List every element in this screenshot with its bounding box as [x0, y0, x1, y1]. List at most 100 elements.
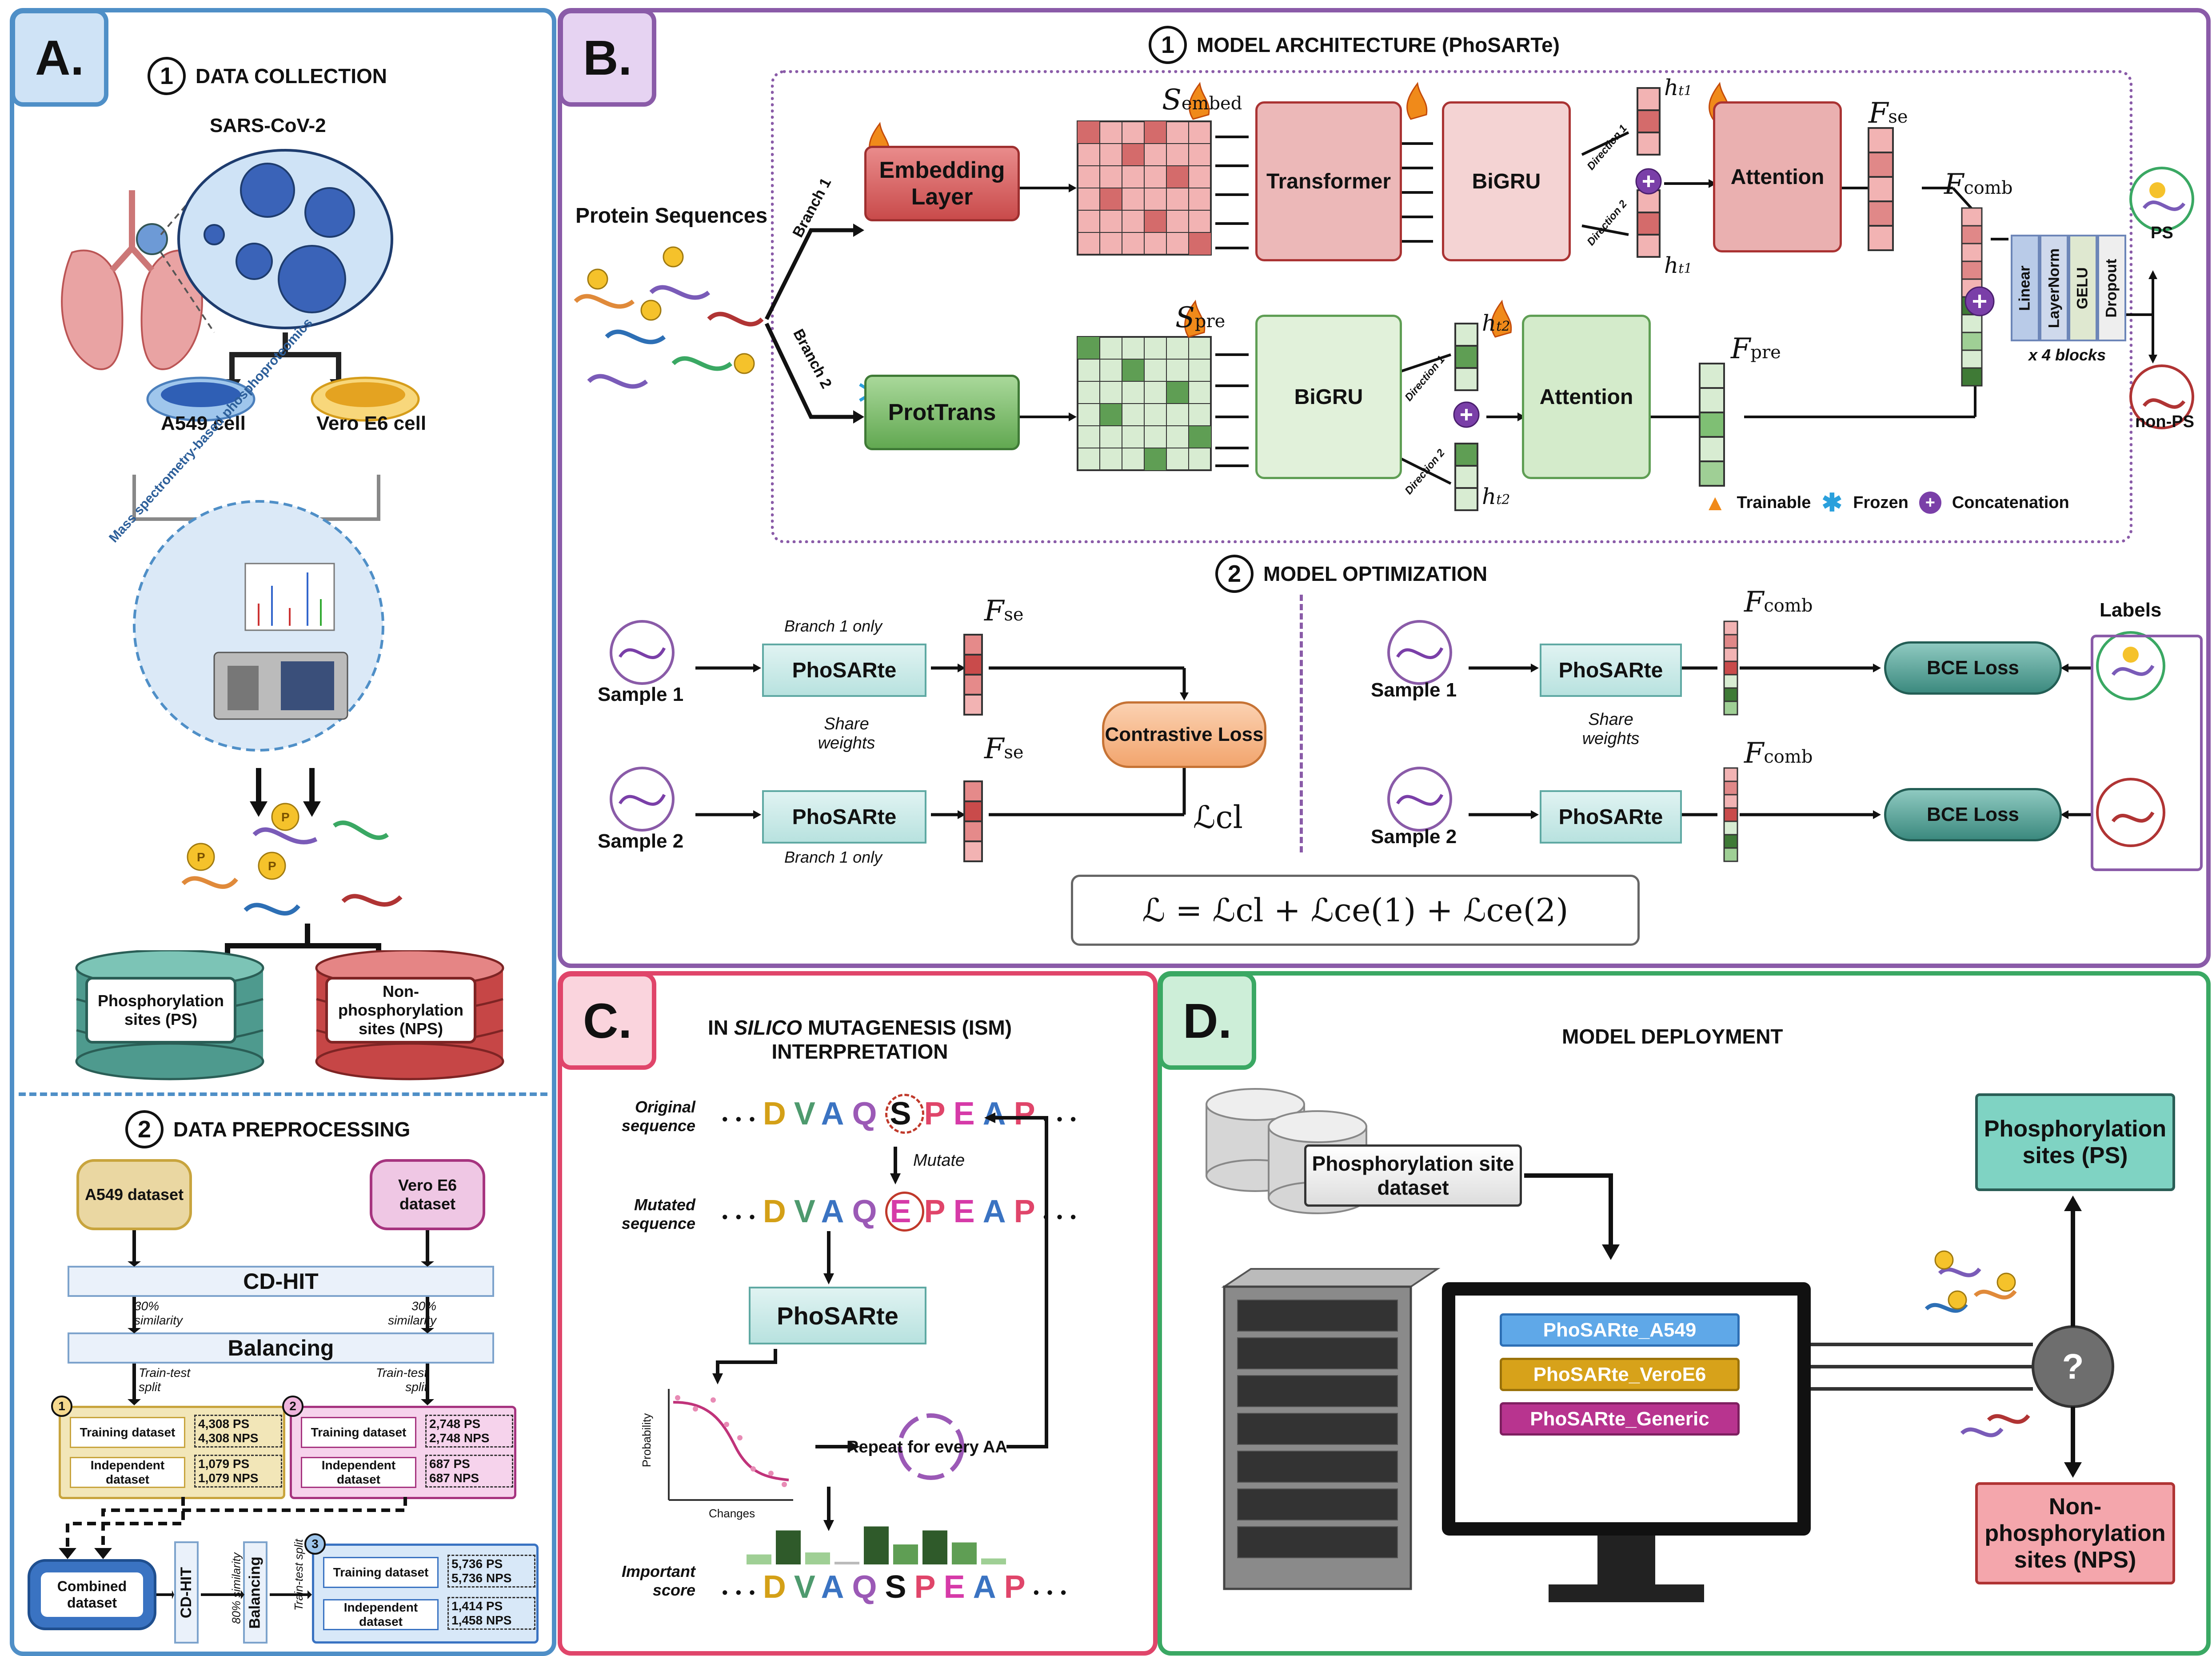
scored-sequence: •••DVAQSPEAP••• [722, 1569, 1074, 1605]
bce-loss-1: BCE Loss [1884, 641, 2062, 695]
h-subscript: t2 [1496, 319, 1510, 334]
lungs-icon [61, 190, 203, 370]
panel-c: C. IN SILICO MUTAGENESIS (ISM)INTERPRETA… [558, 971, 1158, 1656]
deployment-title: MODEL DEPLOYMENT [1562, 1025, 1783, 1048]
section-title: MODEL OPTIMIZATION [1263, 562, 1488, 585]
ism-title: IN SILICO MUTAGENESIS (ISM)INTERPRETATIO… [682, 1016, 1038, 1064]
labels-title: Labels [2100, 599, 2162, 621]
repeat-label: Repeat for every AA [846, 1438, 1007, 1456]
panel-c-tag: C. [559, 972, 656, 1070]
nps-count: 4,308 NPS [198, 1431, 259, 1445]
f-se-label: Fse [1869, 97, 1908, 130]
f-comb-subscript: comb [1764, 596, 1813, 616]
training-dataset: Training dataset [70, 1417, 185, 1448]
step-number: 1 [148, 57, 186, 95]
block-gelu: GELU [2068, 235, 2097, 341]
h-symbol: h [1664, 75, 1679, 100]
ms-illustration: PPP [132, 475, 403, 972]
f-pre-label: Fpre [1731, 332, 1781, 365]
split-label: Train-test split [375, 1366, 427, 1394]
ps-count: 1,414 PS [451, 1599, 503, 1613]
phosarte-box-1: PhoSARte [762, 644, 926, 697]
ps-count: 2,748 PS [429, 1417, 481, 1431]
branch-1-only-label: Branch 1 only [784, 848, 882, 866]
amino-acid: E [953, 1194, 983, 1229]
f-se-symbol: F [984, 732, 1004, 765]
contrastive-loss: Contrastive Loss [1102, 701, 1266, 768]
f-comb-symbol: F [1744, 737, 1764, 770]
ps-count: 1,079 PS [198, 1457, 250, 1471]
virus-label: SARS-CoV-2 [210, 115, 326, 136]
f-pre-symbol: F [1731, 332, 1751, 365]
important-score-label: Important score [622, 1562, 695, 1599]
title-part: IN [707, 1016, 728, 1039]
ellipsis: ••• [1033, 1583, 1074, 1601]
f-pre-subscript: pre [1750, 342, 1781, 363]
phosarte-box-2: PhoSARte [762, 790, 926, 844]
model-a549: PhoSARte_A549 [1500, 1313, 1740, 1347]
h-subscript: t2 [1496, 492, 1510, 508]
section-title: MODEL ARCHITECTURE (PhoSARTe) [1197, 33, 1560, 56]
split-number: 3 [304, 1533, 326, 1555]
data-collection-header: 1 DATA COLLECTION [148, 57, 387, 95]
amino-acid: P [914, 1569, 944, 1605]
vero-dataset: Vero E6 dataset [370, 1159, 485, 1230]
amino-acid: D [763, 1096, 794, 1132]
model-architecture-header: 1 MODEL ARCHITECTURE (PhoSARTe) [1149, 26, 1560, 64]
s-embed-subscript: embed [1181, 93, 1242, 114]
h-symbol: h [1482, 484, 1497, 509]
phosarte-box-4: PhoSARte [1540, 790, 1682, 844]
score-bar [952, 1542, 977, 1564]
plot-y-label: Probability [640, 1413, 654, 1468]
balancing-box: Balancing [68, 1332, 494, 1364]
title-italic: SILICO [734, 1016, 803, 1039]
training-dataset: Training dataset [323, 1557, 439, 1588]
mutate-label: Mutate [913, 1151, 965, 1170]
block-label: Dropout [2103, 258, 2120, 318]
bce-loss-2: BCE Loss [1884, 788, 2062, 841]
preprocess-arrows [128, 1230, 434, 1405]
ellipsis: ••• [722, 1110, 763, 1128]
score-bars [747, 1526, 1006, 1564]
blocks-note: x 4 blocks [2028, 346, 2106, 364]
branch-1-only-label: Branch 1 only [784, 617, 882, 635]
bigru-block-2: BiGRU [1255, 315, 1402, 479]
probability-curve [673, 1401, 789, 1481]
panel-d-tag: D. [1158, 972, 1256, 1070]
amino-acid: P [1014, 1096, 1043, 1132]
step-number: 2 [125, 1110, 164, 1148]
embedding-layer: Embedding Layer [864, 146, 1020, 221]
share-weights-label: Share weights [1582, 710, 1640, 748]
ps-database-label: Phosphorylation sites (PS) [85, 977, 236, 1044]
score-bar [834, 1562, 859, 1564]
combine-arrows [59, 1497, 407, 1559]
phosphorylation-dataset: Phosphorylation site dataset [1304, 1144, 1522, 1207]
sample-2-label: Sample 2 [1371, 826, 1457, 848]
f-comb-symbol: F [1944, 168, 1964, 201]
total-loss-formula: ℒ = ℒcl + ℒce(1) + ℒce(2) [1071, 875, 1640, 946]
ellipsis: ••• [722, 1583, 763, 1601]
panel-d: D. MODEL DEPLOYMENT Phosphorylation site… [1158, 971, 2211, 1656]
data-preprocessing-header: 2 DATA PREPROCESSING [125, 1110, 410, 1148]
amino-acid: V [794, 1096, 821, 1132]
h-subscript: t1 [1678, 83, 1693, 99]
split-number: 1 [51, 1396, 72, 1417]
title-part: INTERPRETATION [771, 1040, 948, 1063]
s-pre-label: Spre [1175, 301, 1225, 334]
s-embed-label: Sembed [1162, 84, 1242, 116]
block-layernorm: LayerNorm [2040, 235, 2068, 341]
block-dropout: Dropout [2097, 235, 2126, 341]
plus-icon: + [1919, 492, 1941, 514]
amino-acid: Q [852, 1194, 885, 1229]
optimization-diagram [610, 620, 2165, 862]
server-icon [1221, 1268, 1441, 1590]
phosarte-box-3: PhoSARte [1540, 644, 1682, 697]
independent-dataset: Independent dataset [323, 1599, 439, 1630]
loss-cl-label: ℒcl [1193, 799, 1243, 836]
nps-count: 5,736 NPS [451, 1571, 512, 1585]
f-comb-2-label: Fcomb [1744, 737, 1813, 770]
